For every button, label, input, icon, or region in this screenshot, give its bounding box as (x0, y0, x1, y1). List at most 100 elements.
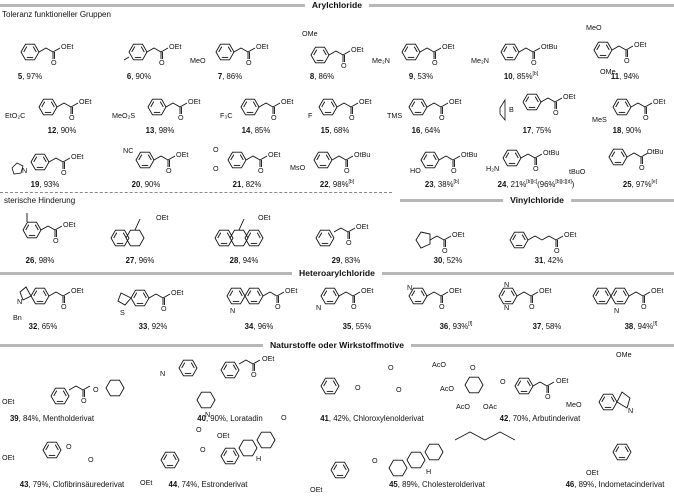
compound-label: 5, 97% (17, 72, 43, 81)
svg-text:N: N (22, 166, 27, 175)
compound-number: 18 (612, 126, 622, 135)
svg-text:OMe: OMe (616, 350, 632, 359)
compound-label: 14, 85% (241, 126, 271, 135)
compound-number: 16 (411, 126, 421, 135)
svg-text:N: N (504, 303, 509, 312)
subsection-steric: sterische Hinderung (4, 196, 76, 205)
structure-5: OEt (20, 42, 73, 68)
compound-number: 23 (424, 180, 434, 189)
svg-text:MeO: MeO (586, 23, 602, 32)
svg-text:Me₂N: Me₂N (372, 56, 390, 65)
compound-number: 44 (168, 480, 178, 489)
compound-number: 8 (309, 72, 315, 81)
compound-number: 34 (244, 322, 254, 331)
compound-number: 41 (320, 414, 329, 423)
compound-number: 7 (217, 72, 223, 81)
svg-text:OEt: OEt (442, 42, 454, 51)
compound-label: 28, 94% (229, 256, 259, 265)
svg-text:N: N (230, 306, 235, 315)
svg-text:F: F (308, 111, 313, 120)
svg-text:AcO: AcO (440, 384, 454, 393)
svg-text:N: N (205, 410, 210, 419)
svg-text:N: N (316, 303, 321, 312)
svg-text:OEt: OEt (79, 97, 91, 106)
svg-text:OEt: OEt (361, 286, 373, 295)
svg-text:OEt: OEt (356, 222, 368, 231)
compound-number: 29 (331, 256, 341, 265)
svg-text:O: O (66, 442, 72, 451)
svg-text:F₃C: F₃C (220, 111, 233, 120)
svg-text:S: S (120, 308, 125, 317)
svg-text:OEt: OEt (634, 40, 646, 49)
svg-text:N: N (407, 283, 412, 292)
compound-number: 15 (320, 126, 330, 135)
compound-label: 43, 79%, Clofibrinsäurederivat (19, 480, 125, 489)
compound-number: 38 (624, 322, 634, 331)
svg-text:OEt: OEt (651, 286, 663, 295)
compound-label: 13, 98% (145, 126, 175, 135)
svg-text:MeO₂S: MeO₂S (112, 111, 135, 120)
svg-text:OEt: OEt (268, 150, 280, 159)
compound-number: 17 (522, 126, 532, 135)
svg-text:O: O (213, 145, 219, 154)
compound-number: 12 (47, 126, 57, 135)
svg-text:OEt: OEt (449, 97, 461, 106)
svg-text:OtBu: OtBu (647, 147, 663, 156)
subsection-tolerance: Toleranz funktioneller Gruppen (2, 10, 111, 19)
svg-text:OEt: OEt (188, 97, 200, 106)
compound-number: 27 (125, 256, 135, 265)
svg-text:OMe: OMe (600, 67, 616, 76)
compound-label: 27, 96% (125, 256, 155, 265)
svg-text:OEt: OEt (359, 97, 371, 106)
compound-label: 30, 52% (433, 256, 463, 265)
compound-number: 6 (126, 72, 132, 81)
compound-label: 34, 96% (244, 322, 274, 331)
compound-number: 42 (499, 414, 509, 423)
compound-label: 21, 82% (232, 180, 262, 189)
svg-text:TMS: TMS (387, 111, 402, 120)
compound-label: 11, 94% (610, 72, 640, 81)
compound-label: 41, 42%, Chloroxylenolderivat (320, 414, 424, 423)
svg-text:H₂N: H₂N (486, 164, 499, 173)
svg-text:N: N (504, 280, 509, 289)
structure-19: N OEt (11, 152, 83, 178)
compound-label: 16, 64% (411, 126, 441, 135)
compound-label: 36, 93%[f] (439, 321, 473, 332)
svg-text:AcO: AcO (456, 402, 470, 411)
svg-text:OEt: OEt (653, 97, 665, 106)
svg-text:OEt: OEt (281, 97, 293, 106)
structure-13: MeO₂S OEt (112, 97, 200, 123)
compound-label: 22, 98%[b] (319, 179, 355, 190)
svg-text:MeO: MeO (566, 400, 582, 409)
compound-label: 23, 38%[b] (424, 179, 460, 190)
svg-text:OEt: OEt (71, 152, 83, 161)
structure-29: OEt (315, 222, 368, 248)
compound-number: 11 (610, 72, 620, 81)
svg-text:OEt: OEt (258, 213, 270, 222)
compound-label: 29, 83% (331, 256, 361, 265)
section-arylchloride: Arylchloride (0, 0, 674, 11)
svg-text:OEt: OEt (217, 431, 229, 440)
compound-number: 10 (503, 72, 513, 81)
svg-text:tBuO: tBuO (569, 167, 586, 176)
compound-label: 44, 74%, Estronderivat (168, 480, 248, 489)
svg-text:NC: NC (123, 146, 133, 155)
compound-label: 26, 98% (25, 256, 55, 265)
compound-label: 40, 90%, Loratadin (197, 414, 263, 423)
compound-label: 10, 85%[b] (503, 71, 539, 82)
svg-text:OMe: OMe (302, 29, 318, 38)
compound-label: 15, 68% (320, 126, 350, 135)
structure-6: OEt (123, 42, 181, 68)
svg-text:OEt: OEt (71, 286, 83, 295)
atom-label: OEt (61, 42, 73, 51)
